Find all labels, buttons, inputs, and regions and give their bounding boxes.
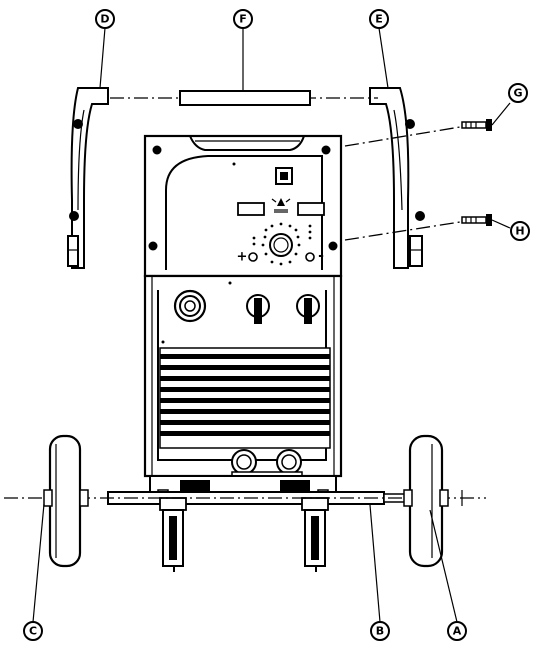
callout-g: G — [508, 83, 528, 103]
part-h-screw — [344, 214, 511, 241]
part-d-left-handle — [67, 87, 109, 269]
svg-text:F: F — [239, 13, 247, 26]
part-a-wheel — [403, 434, 463, 568]
socket-left — [231, 449, 257, 475]
callout-e: E — [369, 9, 389, 29]
indicator-right — [297, 202, 325, 216]
socket-right — [276, 449, 302, 475]
svg-text:+: + — [237, 250, 248, 265]
leader-lines — [32, 27, 458, 623]
callout-c: C — [23, 621, 43, 641]
callout-d: D — [95, 9, 115, 29]
output-minus-symbol: - — [305, 248, 324, 264]
svg-text:E: E — [375, 13, 383, 26]
svg-text:-: - — [318, 248, 324, 264]
screw-icon — [148, 241, 158, 251]
left-rear-wheel — [43, 434, 89, 568]
screw-icon — [328, 241, 338, 251]
output-plus-symbol: + — [237, 250, 258, 265]
screw-icon — [152, 145, 162, 155]
voltage-knob — [246, 294, 270, 324]
selector-knob — [261, 222, 301, 266]
callout-a: A — [447, 621, 467, 641]
svg-text:G: G — [513, 87, 522, 100]
svg-text:D: D — [100, 13, 109, 26]
svg-text:H: H — [515, 225, 524, 238]
svg-text:C: C — [29, 625, 37, 638]
svg-text:B: B — [376, 625, 384, 638]
ventilation-grille — [159, 347, 331, 449]
part-g-screw — [344, 102, 511, 147]
thermal-warning-icon — [271, 198, 291, 213]
part-f-handle-bar — [179, 90, 311, 106]
wire-speed-knob — [296, 294, 320, 324]
welder-body: + - — [143, 134, 343, 483]
indicator-left — [237, 202, 265, 216]
part-e-right-handle — [369, 87, 425, 269]
torch-connector — [173, 289, 207, 323]
callout-b: B — [370, 621, 390, 641]
left-castor-wheel — [159, 497, 187, 572]
callout-f: F — [233, 9, 253, 29]
right-castor-wheel — [301, 497, 329, 572]
callout-h: H — [510, 221, 530, 241]
svg-text:A: A — [453, 625, 462, 638]
screw-icon — [321, 145, 331, 155]
